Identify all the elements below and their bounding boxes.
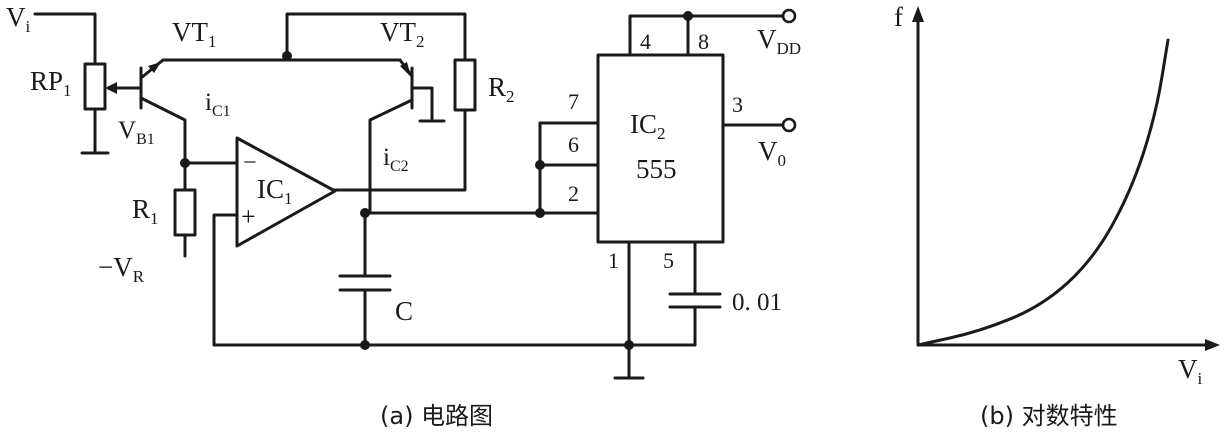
vi-label: Vi xyxy=(6,2,31,36)
characteristic-graph: f Vi (b) 对数特性 xyxy=(894,2,1220,430)
vt2-emitter-arrow xyxy=(400,62,411,77)
graph-caption: (b) 对数特性 xyxy=(980,402,1118,430)
x-axis-label: Vi xyxy=(1178,354,1203,388)
ic2-current-label: iC2 xyxy=(383,144,409,175)
cap-bottom-node xyxy=(360,340,370,350)
rp1-label: RP1 xyxy=(30,66,72,100)
pin6-label: 6 xyxy=(568,132,579,157)
vb1-label: VB1 xyxy=(118,117,155,148)
pin4-label: 4 xyxy=(640,29,651,54)
ic1-opamp xyxy=(235,136,337,248)
vt1-label: VT1 xyxy=(172,17,217,51)
timing-capacitor xyxy=(338,211,392,347)
r1-resistor xyxy=(173,188,197,237)
opamp-label: IC1 xyxy=(257,174,293,208)
noninverting-feedback-wire xyxy=(212,213,239,347)
ic2-type: 555 xyxy=(636,154,677,184)
pin2-node xyxy=(535,208,545,218)
vt1-emitter-arrow xyxy=(148,62,161,73)
y-axis-label: f xyxy=(894,2,903,32)
r2-resistor xyxy=(453,58,477,112)
opamp-plus-sign: + xyxy=(241,202,256,231)
r2-label: R2 xyxy=(488,72,515,106)
ic1-current-label: iC1 xyxy=(205,89,231,120)
vt2-base-ground xyxy=(410,86,446,123)
x-axis-arrow xyxy=(1205,339,1220,351)
pin5-label: 5 xyxy=(663,248,674,273)
pin5-capacitor xyxy=(668,240,722,347)
circuit-diagram: Vi RP1 VT1 VB1 iC1 R2 VT2 iC2 xyxy=(6,2,801,430)
vt2-label: VT2 xyxy=(380,17,425,51)
top-loop-wire xyxy=(285,12,467,62)
pin6-node xyxy=(535,160,545,170)
vi-wire xyxy=(33,12,97,66)
ic2-555-box xyxy=(596,53,725,244)
opamp-minus-sign: − xyxy=(243,150,257,176)
y-axis-arrow xyxy=(912,6,924,22)
pin7-label: 7 xyxy=(568,89,579,114)
circuit-caption: (a) 电路图 xyxy=(380,402,493,430)
vdd-terminal xyxy=(781,8,797,24)
vdd-node xyxy=(683,11,693,21)
neg-vr-label: −VR xyxy=(98,252,145,286)
ic2-name: IC2 xyxy=(630,109,666,143)
r1-label: R1 xyxy=(132,194,159,228)
rp1-wiper-arrow xyxy=(105,82,117,94)
pin5-cap-value: 0. 01 xyxy=(732,289,782,316)
rp1-ground xyxy=(80,107,110,155)
vt2-collector-wire xyxy=(368,98,414,215)
cap-label: C xyxy=(395,296,413,326)
pin2-label: 2 xyxy=(568,181,579,206)
pin3-label: 3 xyxy=(732,92,743,117)
vdd-wire xyxy=(628,14,785,57)
vo-terminal xyxy=(781,117,797,133)
vt1-emitter-wire xyxy=(139,58,402,80)
rp1-potentiometer xyxy=(83,62,107,111)
vdd-label: VDD xyxy=(757,24,801,58)
vo-label: V0 xyxy=(758,136,786,170)
r2-output-wire xyxy=(333,108,467,192)
curve-line xyxy=(916,38,1170,347)
pin8-label: 8 xyxy=(698,29,709,54)
pin1-label: 1 xyxy=(608,248,619,273)
ground-symbol xyxy=(613,343,645,380)
